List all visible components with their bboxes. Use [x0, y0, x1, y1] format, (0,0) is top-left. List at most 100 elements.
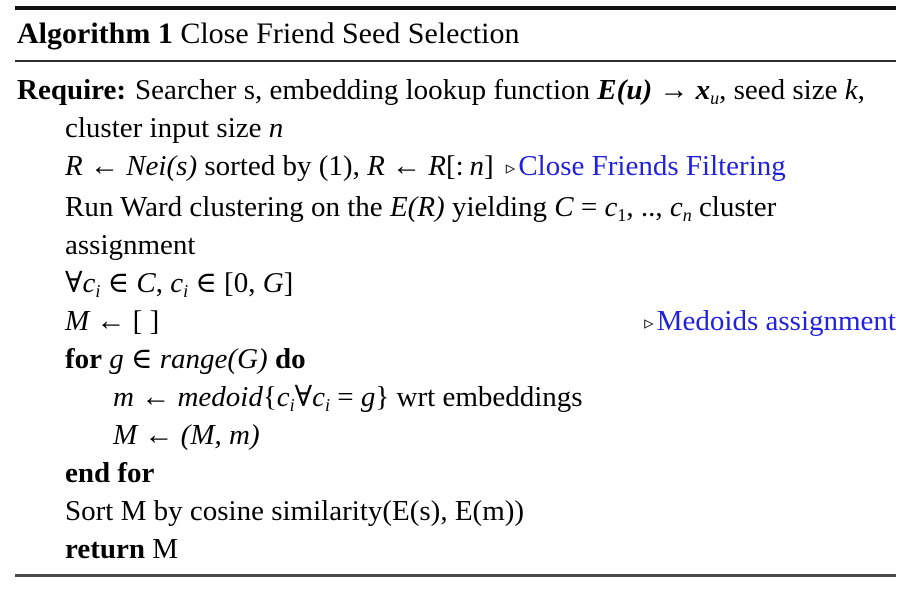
- algorithm-top-rule: [15, 6, 896, 10]
- paren-open: (: [180, 418, 191, 451]
- equals-sign: =: [573, 190, 605, 223]
- paren-open: (: [616, 74, 627, 106]
- comment-marker-icon: ▹: [505, 157, 516, 179]
- math-G: G: [262, 266, 284, 299]
- math-k: k: [844, 74, 858, 106]
- slice-close: ]: [484, 150, 494, 182]
- comma: ,: [214, 418, 230, 451]
- comment-close-friends-filtering: Close Friends Filtering: [518, 150, 786, 182]
- assign-arrow-icon: ←: [144, 418, 174, 451]
- keyword-for: for: [65, 342, 103, 375]
- assign-arrow-icon: ←: [392, 150, 422, 182]
- math-R2: R: [367, 150, 385, 182]
- paren-open: (: [166, 150, 177, 182]
- math-medoid: medoid: [177, 380, 263, 413]
- math-ci-2: c: [170, 266, 184, 299]
- assign-arrow-icon: ←: [89, 150, 119, 182]
- algorithm-body: Require:Searcher s, embedding lookup fun…: [15, 62, 896, 568]
- algorithm-name: Close Friend Seed Selection: [180, 17, 520, 50]
- brace-close: }: [375, 380, 390, 413]
- keyword-for: for: [117, 456, 155, 489]
- math-M1: M: [113, 418, 138, 451]
- ward-text-3: cluster assignment: [65, 190, 777, 261]
- algorithm-line-medoids-init: M ← [ ] ▹Medoids assignment: [15, 302, 896, 340]
- algorithm-keyword: Algorithm: [17, 17, 151, 50]
- math-E: E: [597, 74, 617, 106]
- algorithm-bottom-rule: [15, 573, 896, 577]
- math-E: E: [389, 190, 408, 223]
- ward-text-1: Run Ward clustering on the: [65, 190, 390, 223]
- math-c1-subscript: 1: [617, 204, 627, 225]
- paren-open: (: [407, 190, 418, 223]
- math-C: C: [136, 266, 156, 299]
- forall-icon: ∀: [65, 266, 83, 299]
- element-of-icon: ∈: [100, 266, 137, 299]
- algorithm-line-end-for: end for: [15, 454, 896, 492]
- math-m: m: [113, 380, 134, 413]
- keyword-do: do: [274, 342, 306, 375]
- empty-list: [ ]: [132, 304, 160, 337]
- require-text-1: Searcher s, embedding lookup function: [135, 74, 598, 106]
- algorithm-line-medoid: m ← medoid{ci∀ci = g} wrt embeddings: [15, 378, 896, 416]
- math-g: g: [360, 380, 376, 413]
- comment-medoids-assignment: Medoids assignment: [656, 304, 896, 337]
- comma: ,: [155, 266, 171, 299]
- paren-close: ): [435, 190, 445, 223]
- math-M2: M: [190, 418, 215, 451]
- math-range: range: [159, 342, 228, 375]
- forall-icon: ∀: [294, 380, 313, 413]
- math-n-slice: n: [469, 150, 485, 182]
- math-R: R: [65, 150, 83, 182]
- math-ci-2-subscript: i: [183, 280, 189, 301]
- math-u: u: [626, 74, 643, 106]
- algorithm-header-rule: [15, 60, 896, 62]
- paren-open: (: [227, 342, 238, 375]
- require-text-3: , cluster input size: [65, 74, 865, 144]
- element-of-icon: ∈: [123, 342, 160, 375]
- algorithm-line-filter: R ← Nei(s) sorted by (1), R ← R[: n]▹Clo…: [15, 147, 896, 188]
- algorithm-line-forall: ∀ci ∈ C, ci ∈ [0, G]: [15, 264, 896, 302]
- arrow-right-icon: →: [659, 74, 689, 106]
- require-text-2: , seed size: [719, 74, 845, 106]
- math-R3: R: [428, 150, 447, 182]
- math-R: R: [417, 190, 436, 223]
- math-s: s: [176, 150, 188, 182]
- math-x: x: [695, 74, 711, 106]
- math-ci-1: c: [82, 266, 96, 299]
- assign-arrow-icon: ←: [141, 380, 171, 413]
- algorithm-line-ward: Run Ward clustering on the E(R) yielding…: [15, 188, 896, 264]
- algorithm-line-require: Require:Searcher s, embedding lookup fun…: [15, 71, 896, 147]
- math-cn-subscript: n: [682, 204, 692, 225]
- math-C: C: [554, 190, 574, 223]
- interval-close: ]: [283, 266, 294, 299]
- math-cn: c: [669, 190, 683, 223]
- equals-sign: =: [330, 380, 361, 413]
- algorithm-number: 1: [157, 17, 173, 50]
- sorted-by-text: sorted by (1),: [197, 150, 368, 182]
- math-ci-2-subscript: i: [325, 394, 331, 415]
- algorithm-line-medoid-append: M ← (M, m): [15, 416, 896, 454]
- brace-open: {: [262, 380, 277, 413]
- math-n: n: [268, 112, 284, 144]
- math-ci-1: c: [276, 380, 290, 413]
- slice-open: [:: [446, 150, 470, 182]
- math-c1: c: [604, 190, 618, 223]
- keyword-end: end: [65, 456, 111, 489]
- comment-medoids-assignment-group: ▹Medoids assignment: [644, 302, 896, 343]
- paren-close: ): [187, 150, 198, 182]
- interval-open: [0,: [224, 266, 263, 299]
- keyword-return: return: [65, 532, 146, 565]
- math-x-subscript: u: [710, 88, 720, 109]
- math-G: G: [237, 342, 259, 375]
- algorithm-line-sort: Sort M by cosine similarity(E(s), E(m)): [65, 494, 525, 527]
- assign-arrow-icon: ←: [96, 304, 126, 337]
- math-m: m: [229, 418, 250, 451]
- algorithm-block: Algorithm 1 Close Friend Seed Selection …: [15, 6, 896, 577]
- math-ci-1-subscript: i: [289, 394, 295, 415]
- algorithm-line-return: return M: [15, 530, 896, 568]
- paren-close: ): [642, 74, 653, 106]
- math-ci-1-subscript: i: [95, 280, 101, 301]
- math-Nei: Nei: [126, 150, 167, 182]
- math-ci-2: c: [312, 380, 326, 413]
- paren-close: ): [249, 418, 260, 451]
